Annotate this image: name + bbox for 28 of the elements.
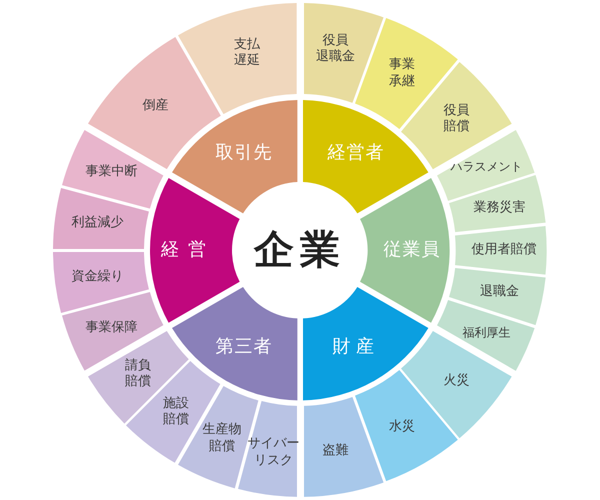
segment-label: 第三者	[216, 336, 272, 358]
segment-label: 使用者賠償	[471, 242, 536, 258]
segment-label: 事業保障	[86, 320, 138, 336]
segment-label: 業務災害	[474, 199, 526, 216]
segment-label: 事業中断	[86, 164, 138, 180]
segment-label: 役員賠償	[443, 102, 470, 136]
segment-label: 生産物賠償	[202, 422, 242, 455]
segment-label: 経営	[161, 238, 215, 262]
segment-label: 施設賠償	[162, 396, 189, 428]
segment-label: 退職金	[480, 284, 520, 301]
segment-label: 水災	[388, 418, 415, 435]
segment-label: 支払遅延	[234, 36, 260, 70]
segment-label: 火災	[443, 372, 470, 390]
segment-label: ハラスメント	[450, 160, 522, 174]
segment-label: 資金繰り	[72, 268, 124, 285]
segment-label: 役員退職金	[316, 32, 355, 66]
segment-label: 利益減少	[72, 215, 124, 232]
segment-label: 財産	[332, 336, 380, 358]
segment-label: 取引先	[216, 142, 272, 164]
segment-label: 経営者	[328, 142, 384, 164]
segment-label: サイバーリスク	[247, 436, 300, 468]
segment-label: 請負賠償	[125, 358, 152, 390]
segment-label: 企業	[254, 225, 346, 275]
segment-label: 福利厚生	[462, 325, 510, 340]
segment-label: 倒産	[142, 98, 169, 114]
segment-label: 事業承継	[388, 57, 415, 90]
segment-label: 盗難	[322, 442, 348, 460]
segment-label: 従業員	[384, 238, 440, 262]
